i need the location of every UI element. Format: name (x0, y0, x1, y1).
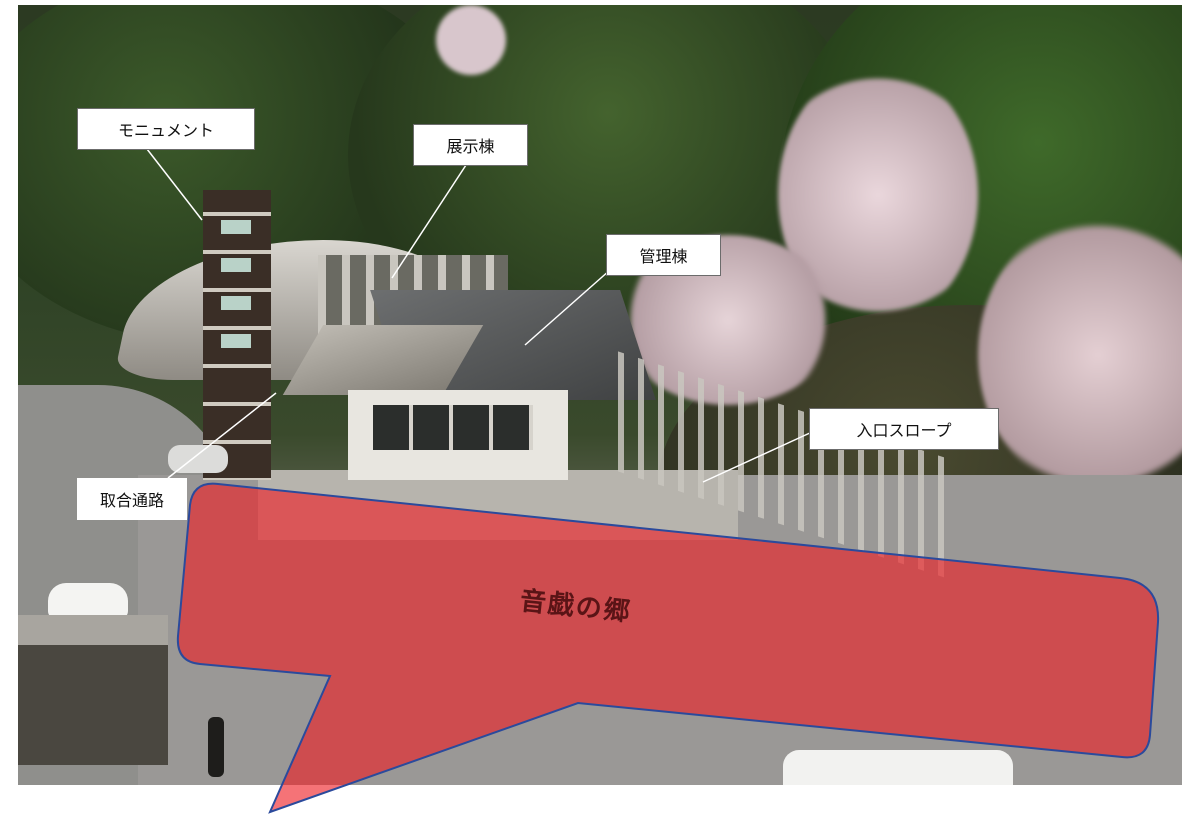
label-monument: モニュメント (77, 108, 255, 150)
label-entrance-slope: 入口スロープ (809, 408, 999, 450)
van-white (783, 750, 1013, 785)
leader-line-entrance (702, 431, 813, 483)
leader-line-management (524, 269, 611, 346)
leader-line-monument (139, 139, 203, 221)
label-management: 管理棟 (606, 234, 721, 276)
car-white-left (48, 583, 128, 619)
car-parked (168, 445, 228, 473)
market-stall (18, 615, 168, 765)
label-connecting-passage: 取合通路 (77, 478, 187, 520)
leader-line-exhibition (391, 161, 469, 279)
red-callout-highlight (176, 482, 1160, 814)
management-windows (373, 405, 533, 450)
person (208, 717, 224, 777)
cherry-blossom-right (978, 215, 1182, 495)
monument-panels (221, 220, 251, 350)
leader-line-passage (167, 392, 277, 479)
label-exhibition: 展示棟 (413, 124, 528, 166)
cherry-blossom-top (436, 5, 506, 75)
